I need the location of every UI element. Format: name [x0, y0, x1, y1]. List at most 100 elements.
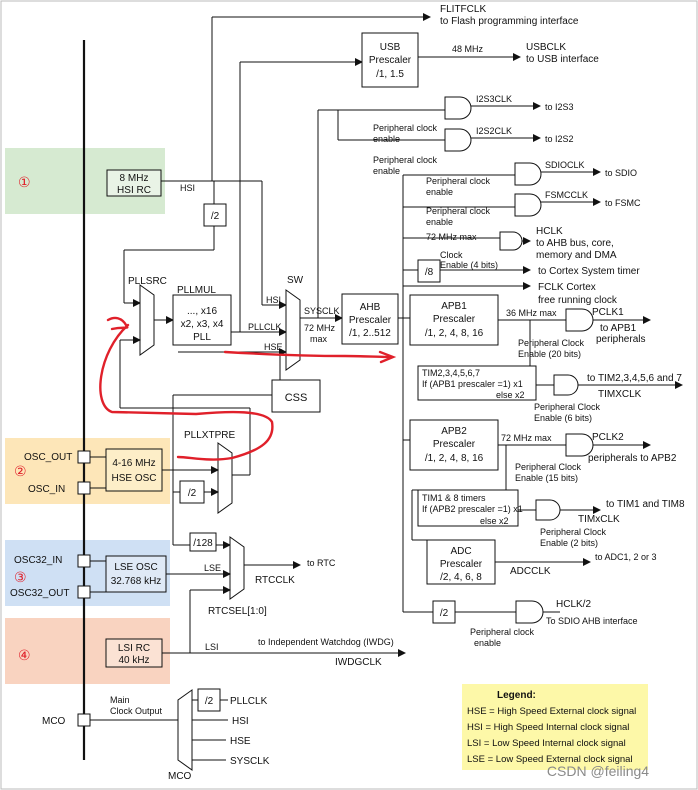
svg-text:to FSMC: to FSMC — [605, 198, 641, 208]
sw-hsi-label: HSI — [266, 295, 281, 305]
pllclk-label: PLLCLK — [248, 322, 282, 332]
lsi-region-number: ④ — [18, 648, 31, 664]
svg-text:TIMxCLK: TIMxCLK — [578, 514, 620, 525]
lsi-name-label: LSI RC — [118, 643, 150, 654]
svg-text:peripherals: peripherals — [596, 334, 645, 345]
hsi-div2-block — [203, 203, 227, 227]
svg-text:Peripheral Clock: Peripheral Clock — [515, 462, 582, 472]
svg-text:Prescaler: Prescaler — [440, 559, 483, 570]
svg-text:free running clock: free running clock — [538, 295, 618, 306]
hse-name-label: HSE OSC — [111, 473, 156, 484]
svg-text:Main: Main — [110, 695, 130, 705]
osc32-out-pin — [77, 585, 91, 599]
svg-text:/128: /128 — [193, 538, 213, 549]
watermark: CSDN @feiling4 — [547, 763, 649, 779]
rtcsel-mux — [229, 536, 245, 600]
pclk1-gate — [565, 308, 594, 332]
svg-text:AHB: AHB — [360, 302, 381, 313]
svg-text:enable: enable — [373, 134, 400, 144]
svg-text:If (APB2 prescaler =1) x1: If (APB2 prescaler =1) x1 — [422, 504, 523, 514]
div8-block — [417, 259, 441, 283]
svg-text:To SDIO AHB interface: To SDIO AHB interface — [546, 616, 638, 626]
svg-text:Clock Output: Clock Output — [110, 706, 163, 716]
svg-text:LSI: LSI — [205, 642, 219, 652]
usb-prescaler-block — [361, 32, 419, 88]
svg-text:to Independent Watchdog (IWDG): to Independent Watchdog (IWDG) — [258, 637, 394, 647]
red-annotation-arrow-left — [106, 316, 129, 331]
svg-text:/1, 2..512: /1, 2..512 — [349, 328, 391, 339]
svg-text:If (APB1 prescaler =1) x1: If (APB1 prescaler =1) x1 — [422, 379, 523, 389]
lse-osc-block — [105, 555, 167, 593]
fsmc-gate — [514, 193, 542, 217]
sw-hse-label: HSE — [264, 342, 283, 352]
svg-text:else x2: else x2 — [496, 390, 525, 400]
i2s3-gate — [444, 96, 472, 120]
svg-text:Peripheral clock: Peripheral clock — [470, 627, 535, 637]
svg-text:USB: USB — [380, 42, 401, 53]
svg-text:TIM2,3,4,5,6,7: TIM2,3,4,5,6,7 — [422, 368, 480, 378]
svg-text:Peripheral Clock: Peripheral Clock — [540, 527, 607, 537]
flash-interface-label: to Flash programming interface — [440, 16, 579, 27]
svg-text:to APB1: to APB1 — [600, 323, 637, 334]
svg-text:to RTC: to RTC — [307, 558, 336, 568]
mco-pin — [77, 713, 91, 727]
svg-text:enable: enable — [426, 187, 453, 197]
svg-text:I2S3CLK: I2S3CLK — [476, 94, 512, 104]
usbclk-label: USBCLK — [526, 42, 566, 53]
svg-text:Prescaler: Prescaler — [349, 315, 392, 326]
i2s2-gate — [444, 128, 472, 152]
pll-block — [172, 294, 232, 346]
lse-freq-label: 32.768 kHz — [111, 576, 162, 587]
svg-text:ADC: ADC — [450, 546, 471, 557]
legend-hsi: HSI = High Speed Internal clock signal — [467, 722, 629, 733]
svg-text:72 MHz max: 72 MHz max — [501, 433, 552, 443]
svg-text:to AHB bus, core,: to AHB bus, core, — [536, 238, 614, 249]
hsi-name-label: HSI RC — [117, 185, 151, 196]
svg-text:to USB interface: to USB interface — [526, 54, 599, 65]
svg-text:APB1: APB1 — [441, 301, 467, 312]
legend-title: Legend: — [497, 690, 536, 701]
legend-box — [462, 684, 648, 770]
flitfclk-label: FLITFCLK — [440, 4, 486, 15]
svg-text:enable: enable — [474, 638, 501, 648]
svg-text:HSE: HSE — [230, 736, 251, 747]
hsi-line-label: HSI — [180, 183, 195, 193]
hclk-gate — [499, 231, 523, 251]
ahb-prescaler-block — [341, 293, 399, 345]
svg-text:x2, x3, x4: x2, x3, x4 — [181, 319, 224, 330]
css-block — [271, 379, 321, 413]
svg-text:/2, 4, 6, 8: /2, 4, 6, 8 — [440, 572, 482, 583]
svg-text:enable: enable — [373, 166, 400, 176]
svg-text:to TIM2,3,4,5,6 and 7: to TIM2,3,4,5,6 and 7 — [587, 373, 682, 384]
lse-region-number: ③ — [14, 570, 27, 586]
svg-text:FCLK Cortex: FCLK Cortex — [538, 282, 596, 293]
hsi-region-number: ① — [18, 175, 31, 191]
svg-text:to Cortex System timer: to Cortex System timer — [538, 266, 640, 277]
hse-freq-label: 4-16 MHz — [112, 458, 155, 469]
sw-mux — [285, 289, 301, 371]
adcclk-label: ADCCLK — [510, 566, 551, 577]
svg-text:Prescaler: Prescaler — [433, 314, 476, 325]
hclk2-gate — [515, 600, 544, 624]
osc32-in-label: OSC32_IN — [14, 555, 62, 566]
pclk2-gate — [565, 433, 594, 457]
pclk1-label: PCLK1 — [592, 307, 624, 318]
apb2-prescaler-block — [409, 419, 499, 471]
mco-pin-label: MCO — [42, 716, 66, 727]
legend-lse: LSE = Low Speed External clock signal — [467, 754, 633, 765]
svg-text:Peripheral clock: Peripheral clock — [426, 206, 491, 216]
osc-out-label: OSC_OUT — [24, 452, 72, 463]
svg-text:TIM1 & 8 timers: TIM1 & 8 timers — [422, 493, 486, 503]
svg-text:TIMXCLK: TIMXCLK — [598, 389, 642, 400]
mco-mux — [177, 689, 193, 771]
pllmul-label: PLLMUL — [177, 285, 216, 296]
svg-text:Peripheral clock: Peripheral clock — [426, 176, 491, 186]
svg-text:Enable (20 bits): Enable (20 bits) — [518, 349, 581, 359]
svg-text:to I2S3: to I2S3 — [545, 102, 574, 112]
osc32-out-label: OSC32_OUT — [10, 588, 69, 599]
svg-text:Enable (15 bits): Enable (15 bits) — [515, 473, 578, 483]
svg-text:Enable (2 bits): Enable (2 bits) — [540, 538, 598, 548]
hsi-rc-block — [106, 169, 162, 197]
svg-text:PLL: PLL — [193, 332, 211, 343]
